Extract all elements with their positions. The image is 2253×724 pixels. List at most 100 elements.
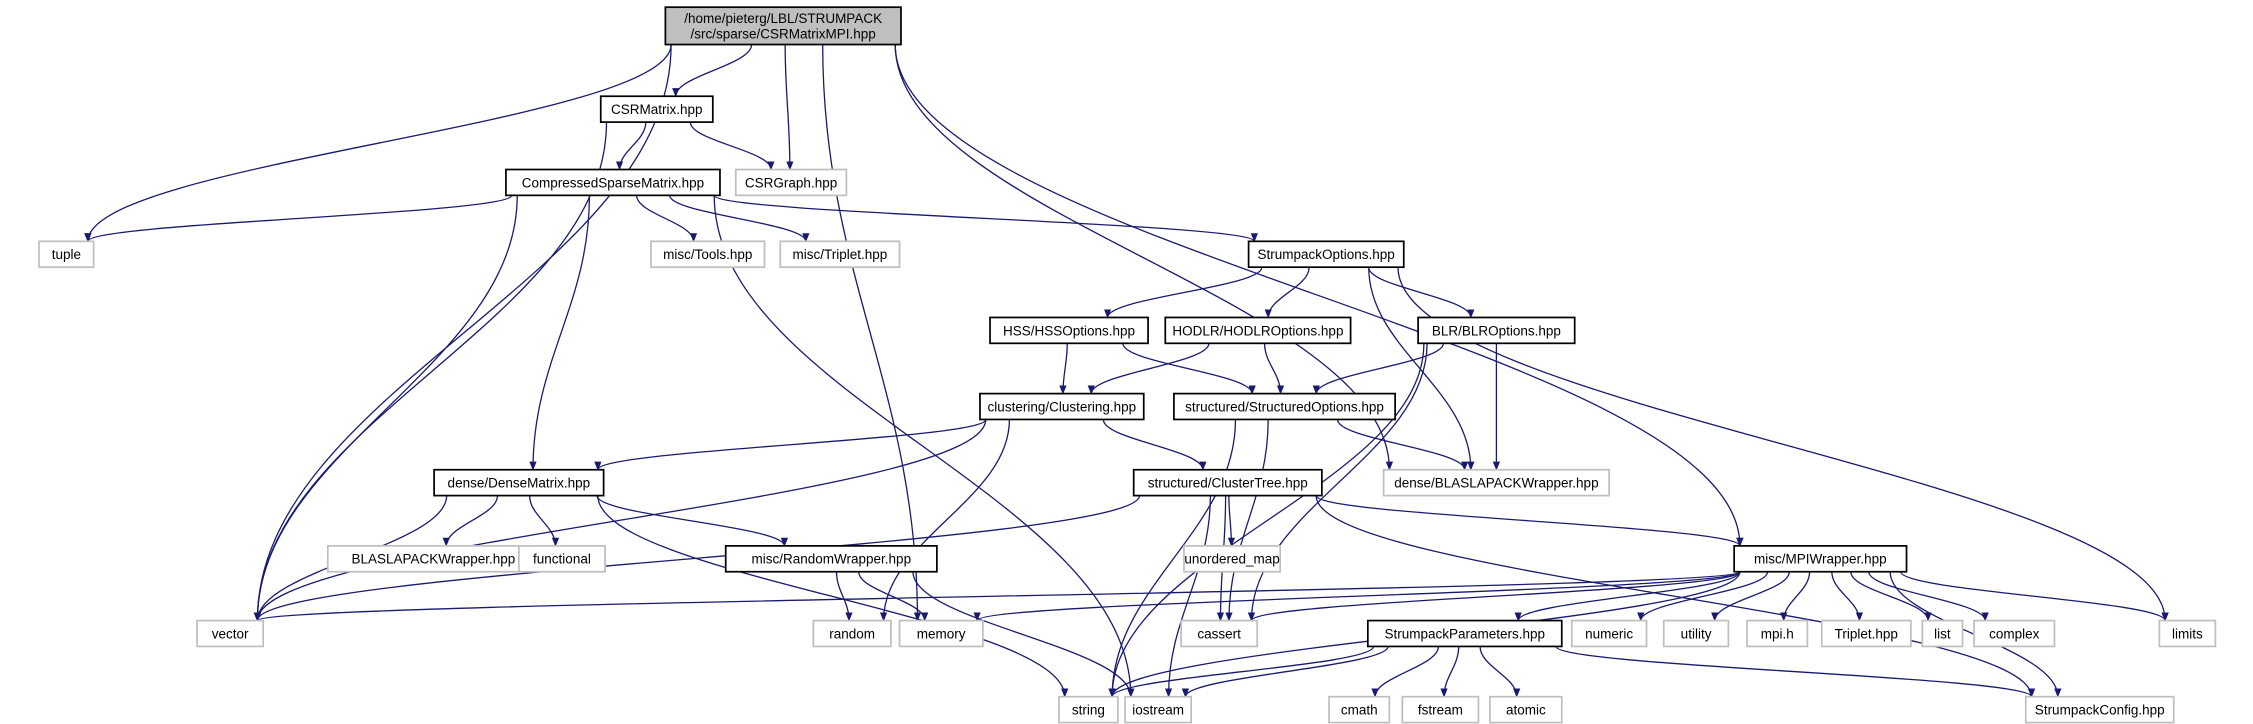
edge-csm-to-sopts	[713, 194, 1258, 243]
node-box	[989, 316, 1149, 345]
node-box	[979, 392, 1145, 421]
edge-csrmatrix-to-csm	[615, 122, 647, 171]
edge-hss-to-clustering	[1059, 343, 1068, 395]
node-ctree[interactable]: structured/ClusterTree.hpp	[1132, 468, 1323, 497]
node-root: /home/pieterg/LBL/STRUMPACK/src/sparse/C…	[664, 6, 902, 46]
node-label: numeric	[1585, 626, 1633, 641]
node-box	[650, 240, 766, 269]
edge-clustering-to-vector	[253, 419, 987, 622]
edge-sopts-to-blr	[1368, 266, 1475, 319]
node-label: StrumpackParameters.hpp	[1385, 626, 1546, 641]
node-label: structured/ClusterTree.hpp	[1148, 476, 1308, 491]
node-hss[interactable]: HSS/HSSOptions.hpp	[989, 316, 1149, 345]
edge-root-to-tuple	[84, 44, 672, 243]
edge-sparams-to-iostream	[1181, 646, 1389, 698]
node-sparams[interactable]: StrumpackParameters.hpp	[1366, 619, 1563, 648]
node-label: vector	[212, 626, 249, 641]
node-box	[196, 619, 265, 648]
node-label: memory	[917, 626, 966, 641]
node-memory: memory	[898, 619, 984, 648]
node-dense[interactable]: dense/DenseMatrix.hpp	[433, 468, 605, 497]
edge-mpiw-to-vector	[254, 571, 1741, 622]
node-label: StrumpackOptions.hpp	[1258, 247, 1395, 262]
node-complex: complex	[1973, 619, 2056, 648]
node-box	[1058, 695, 1119, 724]
node-limits: limits	[2158, 619, 2217, 648]
node-label: limits	[2172, 626, 2203, 641]
node-csrmatrix[interactable]: CSRMatrix.hpp	[599, 95, 714, 123]
edge-clustering-to-random	[879, 419, 1011, 622]
edge-mpiw-to-complex	[1868, 571, 1989, 622]
edge-dense-to-randw	[596, 495, 788, 547]
node-box	[1183, 545, 1282, 573]
node-box	[664, 6, 902, 46]
node-box	[599, 95, 714, 123]
node-label: functional	[533, 552, 591, 567]
node-mpiw[interactable]: misc/MPIWrapper.hpp	[1733, 545, 1908, 573]
node-label: tuple	[52, 247, 81, 262]
node-clustering[interactable]: clustering/Clustering.hpp	[979, 392, 1145, 421]
node-box	[1746, 619, 1809, 648]
node-iostream: iostream	[1124, 695, 1193, 724]
node-atomic: atomic	[1489, 695, 1563, 724]
node-label: BLASLAPACKWrapper.hpp	[351, 552, 515, 567]
edge-sopts-to-hodlr	[1264, 267, 1310, 319]
node-box	[2024, 695, 2175, 724]
edge-dense-to-functional	[528, 495, 560, 547]
node-box	[1180, 619, 1259, 648]
edge-root-to-mpiw	[894, 44, 1744, 547]
node-tuple: tuple	[38, 240, 95, 269]
edge-mpiw-to-cassert	[1248, 571, 1741, 622]
edge-mpiw-to-numeric	[1637, 571, 1769, 622]
node-randw[interactable]: misc/RandomWrapper.hpp	[724, 545, 938, 573]
edge-randw-to-random	[835, 571, 853, 622]
edge-csrmatrix-to-csrgraph	[689, 121, 775, 171]
node-box	[1570, 619, 1648, 648]
edge-structopts-to-string	[1108, 419, 1237, 698]
node-string: string	[1058, 695, 1119, 724]
node-csrgraph: CSRGraph.hpp	[734, 168, 848, 197]
node-structopts[interactable]: structured/StructuredOptions.hpp	[1173, 392, 1396, 421]
edge-sparams-to-fstream	[1440, 646, 1460, 698]
node-box	[1366, 619, 1563, 648]
node-csm[interactable]: CompressedSparseMatrix.hpp	[505, 168, 721, 197]
node-label: unordered_map	[1184, 552, 1279, 567]
node-blr[interactable]: BLR/BLROptions.hpp	[1417, 316, 1576, 345]
edge-blr-to-string	[1108, 343, 1425, 698]
node-functional: functional	[517, 545, 606, 573]
node-label: dense/DenseMatrix.hpp	[448, 476, 591, 491]
node-box	[724, 545, 938, 573]
edge-root-to-vector	[253, 44, 672, 622]
edge-csm-to-tools	[636, 195, 698, 243]
edge-structopts-to-cassert	[1225, 419, 1269, 622]
node-box	[1247, 240, 1405, 269]
node-box	[779, 240, 901, 269]
node-box	[433, 468, 605, 497]
node-label: structured/StructuredOptions.hpp	[1185, 399, 1384, 414]
node-label: list	[1934, 626, 1951, 641]
node-label: string	[1072, 703, 1105, 718]
edge-sparams-to-cmath	[1371, 646, 1440, 698]
edges	[84, 44, 2169, 698]
edge-ctree-to-umap	[1227, 495, 1236, 547]
edge-randw-to-memory	[858, 571, 929, 622]
edge-csm-to-tuple	[84, 194, 513, 243]
nodes: /home/pieterg/LBL/STRUMPACK/src/sparse/C…	[38, 6, 2217, 724]
node-label: clustering/Clustering.hpp	[988, 399, 1137, 414]
node-numeric: numeric	[1570, 619, 1648, 648]
node-dblas: dense/BLASLAPACKWrapper.hpp	[1382, 468, 1611, 497]
edge-sparams-to-sconfig	[1555, 645, 2035, 698]
edge-structopts-to-dblas	[1336, 419, 1469, 471]
node-box	[1733, 545, 1908, 573]
node-box	[1132, 468, 1323, 497]
node-label: CSRMatrix.hpp	[611, 102, 703, 117]
node-box	[1973, 619, 2056, 648]
node-random: random	[812, 619, 892, 648]
node-sopts[interactable]: StrumpackOptions.hpp	[1247, 240, 1405, 269]
edge-ctree-to-mpiw	[1315, 495, 1744, 547]
node-label: complex	[1989, 626, 2040, 641]
node-hodlr[interactable]: HODLR/HODLROptions.hpp	[1164, 316, 1352, 345]
edge-clustering-to-ctree	[1102, 419, 1207, 471]
node-box	[734, 168, 848, 197]
node-label: /home/pieterg/LBL/STRUMPACK	[684, 11, 882, 26]
